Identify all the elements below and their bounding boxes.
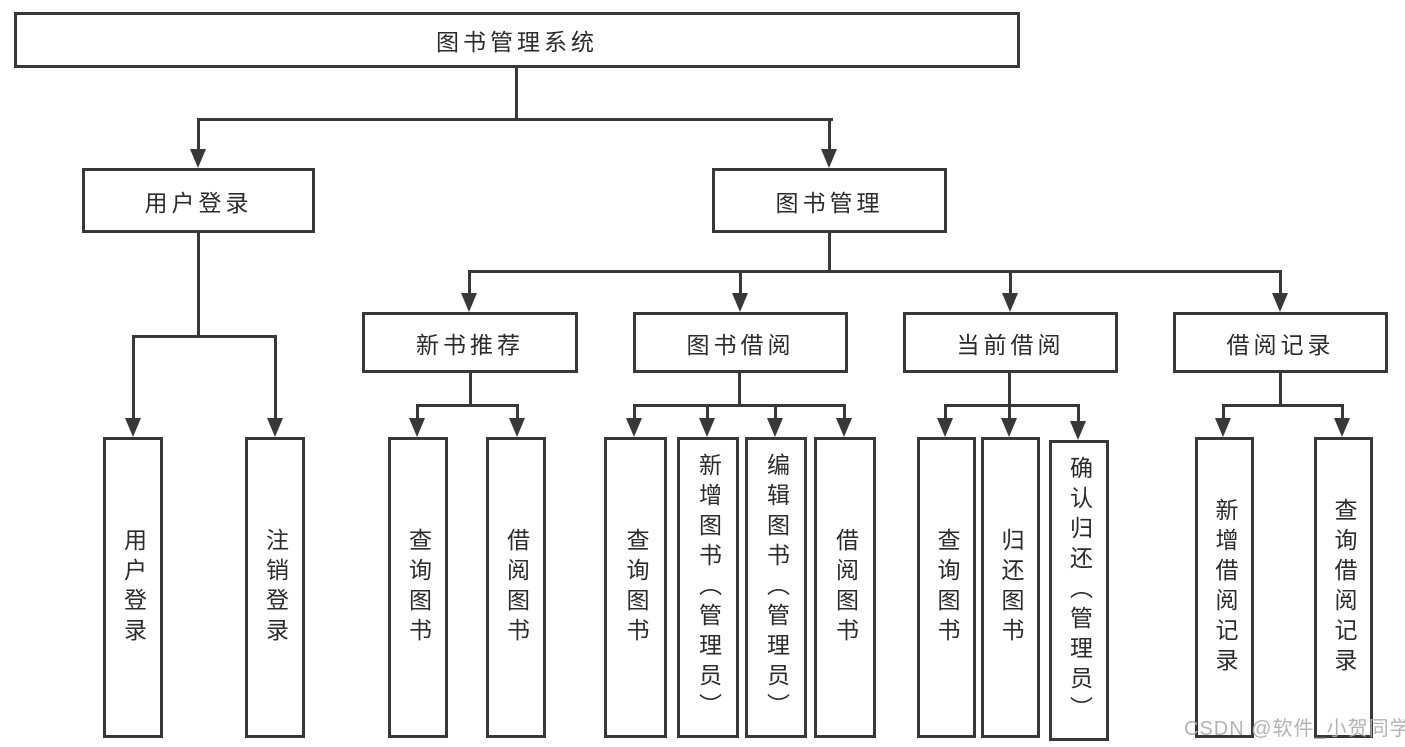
node-user-login-label: 用户登录: [144, 189, 253, 216]
connector-drop-rec-add: [1222, 404, 1225, 420]
node-book-management: 图书管理: [712, 168, 947, 233]
node-book-management-label: 图书管理: [775, 189, 884, 216]
leaf-current-query-books-label: 查询图书: [934, 527, 960, 648]
connector-userlogin-bar: [132, 335, 277, 338]
arrowhead-bb-query: [626, 418, 642, 437]
node-new-book-recommend-label: 新书推荐: [416, 331, 524, 358]
connector-drop-cb-query: [944, 404, 947, 420]
node-root: 图书管理系统: [14, 12, 1020, 68]
connector-currentborrow-bar: [944, 404, 1080, 407]
connector-currentborrow-stem: [1008, 373, 1011, 407]
csdn-watermark: CSDN @软件_小贺同学: [1184, 718, 1405, 740]
node-current-borrow-label: 当前借阅: [956, 331, 1065, 358]
connector-drop-bb-edit: [774, 404, 777, 420]
node-current-borrow: 当前借阅: [903, 312, 1118, 373]
connector-borrowrecords-stem: [1279, 373, 1282, 407]
node-new-book-recommend: 新书推荐: [362, 312, 578, 373]
arrowhead-rec-add: [1215, 418, 1231, 437]
connector-drop-book-mgmt: [828, 118, 831, 152]
leaf-current-query-books: 查询图书: [917, 437, 976, 738]
leaf-borrow-query-books: 查询图书: [604, 437, 667, 738]
connector-newbook-stem: [469, 373, 472, 407]
connector-bookmgmt-stem: [828, 233, 831, 273]
leaf-add-book-admin: 新增图书（管理员）: [677, 437, 739, 738]
connector-drop-bb-borrow: [843, 404, 846, 420]
arrowhead-cb-confirm: [1070, 421, 1086, 440]
leaf-query-borrow-record-label: 查询借阅记录: [1331, 497, 1357, 678]
connector-borrowrecords-bar: [1222, 404, 1344, 407]
connector-drop-bb-add: [706, 404, 709, 420]
leaf-add-borrow-record-label: 新增借阅记录: [1212, 497, 1238, 678]
leaf-user-login-label: 用户登录: [120, 527, 147, 648]
connector-newbook-bar: [416, 404, 519, 407]
node-user-login: 用户登录: [82, 168, 315, 233]
connector-drop-rec-query: [1341, 404, 1344, 420]
arrowhead-rec-query: [1334, 418, 1350, 437]
connector-bookmgmt-bar: [468, 270, 1282, 273]
connector-drop-login: [132, 335, 135, 419]
arrowhead-cb-query: [937, 418, 953, 437]
connector-drop-nb-query: [416, 404, 419, 420]
leaf-newbook-query-books-label: 查询图书: [405, 527, 432, 648]
arrowhead-newbook: [461, 293, 477, 312]
arrowhead-currentborrow: [1002, 293, 1018, 312]
leaf-add-borrow-record: 新增借阅记录: [1195, 437, 1254, 738]
arrowhead-nb-query: [409, 418, 425, 437]
node-root-label: 图书管理系统: [436, 29, 598, 55]
arrowhead-book-mgmt: [821, 149, 837, 168]
leaf-logout: 注销登录: [245, 437, 305, 738]
arrowhead-bb-add: [699, 418, 715, 437]
connector-drop-borrowrecords: [1279, 270, 1282, 295]
connector-drop-cb-confirm: [1077, 404, 1080, 422]
connector-drop-bookborrow: [739, 270, 742, 295]
node-book-borrow: 图书借阅: [633, 312, 848, 373]
leaf-confirm-return-admin-label: 确认归还（管理员）: [1066, 455, 1093, 726]
leaf-newbook-borrow-books-label: 借阅图书: [503, 527, 530, 648]
leaf-query-borrow-record: 查询借阅记录: [1314, 437, 1373, 738]
connector-drop-currentborrow: [1009, 270, 1012, 295]
arrowhead-borrowrecords: [1272, 293, 1288, 312]
connector-userlogin-stem: [197, 233, 200, 338]
leaf-edit-book-admin: 编辑图书（管理员）: [745, 437, 807, 738]
leaf-confirm-return-admin: 确认归还（管理员）: [1049, 440, 1109, 741]
leaf-edit-book-admin-label: 编辑图书（管理员）: [763, 452, 790, 723]
connector-bookborrow-bar: [633, 404, 846, 407]
arrowhead-cb-return: [1001, 418, 1017, 437]
connector-root-stem: [515, 68, 518, 118]
connector-drop-cb-return: [1008, 404, 1011, 420]
node-borrow-records-label: 借阅记录: [1226, 331, 1335, 358]
arrowhead-login: [125, 418, 141, 437]
leaf-return-books-label: 归还图书: [998, 527, 1024, 648]
connector-bookborrow-stem: [738, 373, 741, 407]
leaf-return-books: 归还图书: [981, 437, 1040, 738]
node-borrow-records: 借阅记录: [1173, 312, 1388, 373]
connector-drop-nb-borrow: [516, 404, 519, 420]
connector-drop-bb-query: [633, 404, 636, 420]
node-book-borrow-label: 图书借阅: [686, 331, 795, 358]
connector-drop-logout: [274, 335, 277, 419]
leaf-borrow-borrow-books: 借阅图书: [814, 437, 876, 738]
leaf-borrow-borrow-books-label: 借阅图书: [832, 527, 859, 648]
arrowhead-nb-borrow: [509, 418, 525, 437]
arrowhead-logout: [267, 418, 283, 437]
leaf-borrow-query-books-label: 查询图书: [623, 527, 649, 648]
arrowhead-bb-edit: [767, 418, 783, 437]
leaf-user-login: 用户登录: [103, 437, 163, 738]
connector-drop-user-login: [197, 118, 200, 152]
leaf-newbook-borrow-books: 借阅图书: [486, 437, 546, 738]
arrowhead-user-login: [190, 149, 206, 168]
arrowhead-bb-borrow: [836, 418, 852, 437]
leaf-add-book-admin-label: 新增图书（管理员）: [695, 452, 722, 723]
connector-drop-newbook: [468, 270, 471, 295]
connector-root-bar: [197, 118, 833, 121]
leaf-newbook-query-books: 查询图书: [388, 437, 448, 738]
arrowhead-bookborrow: [732, 293, 748, 312]
leaf-logout-label: 注销登录: [262, 527, 289, 648]
